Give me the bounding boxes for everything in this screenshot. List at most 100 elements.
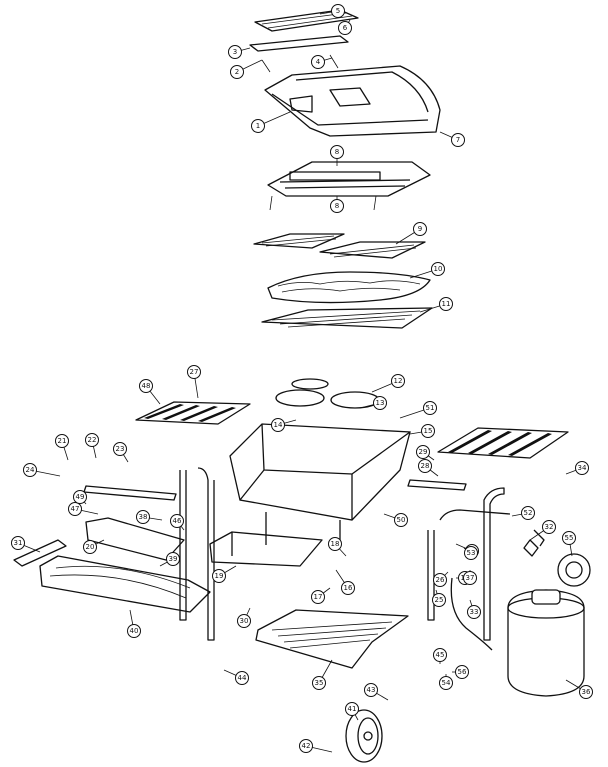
- callout-label: 49: [76, 493, 85, 501]
- callout-bubble: [311, 590, 325, 604]
- callout-2: 2: [230, 59, 263, 79]
- callout-label: 56: [458, 668, 467, 676]
- callout-label: 41: [348, 705, 357, 713]
- callout-label: 4: [316, 58, 321, 66]
- callout-19: 19: [212, 565, 237, 583]
- callout-bubble: [330, 199, 344, 213]
- callout-bubble: [521, 506, 535, 520]
- tank-bracket: [523, 529, 545, 557]
- callout-bubble: [166, 552, 180, 566]
- callout-47: 47: [68, 502, 99, 516]
- callout-label: 33: [470, 608, 479, 616]
- firebox: [229, 423, 411, 548]
- callout-bubble: [432, 593, 446, 607]
- callout-label: 1: [256, 122, 260, 130]
- callout-label: 11: [442, 300, 451, 308]
- part-callouts: 1234567889101112131415161617181920212223…: [11, 4, 593, 753]
- callout-51: 51: [399, 401, 437, 419]
- callout-label: 21: [58, 437, 67, 445]
- callout-label: 22: [88, 436, 97, 444]
- grill-lid: [264, 65, 441, 137]
- callout-label: 9: [418, 225, 422, 233]
- callout-32: 32: [529, 520, 556, 541]
- callout-label: 46: [173, 517, 182, 525]
- callout-bubble: [364, 683, 378, 697]
- callout-label: 12: [394, 377, 403, 385]
- callout-bubble: [373, 396, 387, 410]
- gas-hose: [450, 577, 493, 651]
- callout-label: 14: [274, 421, 283, 429]
- callout-label: 27: [190, 368, 199, 376]
- callout-8: 8: [330, 196, 344, 213]
- callout-bubble: [113, 442, 127, 456]
- callout-50: 50: [383, 513, 408, 527]
- callout-bubble: [542, 520, 556, 534]
- callout-label: 2: [235, 68, 239, 76]
- callout-6: 6: [338, 19, 352, 35]
- callout-label: 31: [14, 539, 23, 547]
- callout-bubble: [68, 502, 82, 516]
- callout-49: 49: [73, 490, 87, 505]
- callout-45: 45: [433, 648, 447, 664]
- callout-bubble: [235, 671, 249, 685]
- callout-bubble: [341, 581, 355, 595]
- burner-grate: [267, 161, 431, 211]
- callout-label: 34: [578, 464, 587, 472]
- callout-bubble: [575, 461, 589, 475]
- callout-label: 23: [116, 445, 125, 453]
- callout-31: 31: [11, 536, 41, 553]
- callout-20: 20: [83, 539, 105, 554]
- callout-23: 23: [113, 442, 129, 463]
- callout-54: 54: [439, 674, 453, 690]
- callout-39: 39: [159, 552, 180, 567]
- callout-33: 33: [467, 599, 481, 619]
- callout-4: 4: [311, 55, 333, 69]
- lava-rock-bed: [267, 271, 431, 304]
- callout-label: 18: [331, 540, 340, 548]
- callout-53: 53: [463, 546, 478, 560]
- callout-bubble: [455, 665, 469, 679]
- callout-label: 5: [336, 7, 340, 15]
- callout-label: 53: [467, 549, 476, 557]
- callout-bubble: [413, 222, 427, 236]
- lid-hinge-bar: [249, 35, 349, 73]
- callout-bubble: [439, 297, 453, 311]
- callout-43: 43: [364, 683, 389, 701]
- callout-bubble: [55, 434, 69, 448]
- callout-bubble: [416, 445, 430, 459]
- callout-bubble: [328, 537, 342, 551]
- callout-52: 52: [511, 506, 535, 520]
- callout-bubble: [170, 514, 184, 528]
- callout-41: 41: [345, 702, 359, 721]
- callout-label: 7: [456, 136, 460, 144]
- callout-35: 35: [312, 659, 333, 690]
- callout-label: 32: [545, 523, 554, 531]
- callout-label: 52: [524, 509, 533, 517]
- callout-bubble: [330, 145, 344, 159]
- callout-bubble: [23, 463, 37, 477]
- callout-label: 51: [426, 404, 435, 412]
- callout-bubble: [433, 573, 447, 587]
- burner: [275, 378, 380, 409]
- callout-bubble: [212, 569, 226, 583]
- front-control-panel: [209, 531, 323, 567]
- callout-8: 8: [330, 145, 344, 166]
- callout-label: 6: [343, 24, 348, 32]
- callout-label: 26: [436, 576, 445, 584]
- callout-37: 37: [463, 570, 477, 585]
- callout-40: 40: [127, 609, 141, 638]
- callout-bubble: [312, 676, 326, 690]
- callout-25: 25: [432, 589, 446, 607]
- callout-label: 28: [421, 462, 430, 470]
- callout-label: 45: [436, 651, 445, 659]
- callout-21: 21: [55, 434, 69, 461]
- callout-26: 26: [433, 571, 449, 587]
- callout-label: 15: [424, 427, 433, 435]
- callout-label: 43: [367, 686, 376, 694]
- callout-bubble: [311, 55, 325, 69]
- callout-label: 35: [315, 679, 324, 687]
- callout-bubble: [83, 540, 97, 554]
- callout-16: 16: [335, 569, 355, 595]
- callout-17: 17: [311, 587, 331, 604]
- callout-27: 27: [187, 365, 201, 399]
